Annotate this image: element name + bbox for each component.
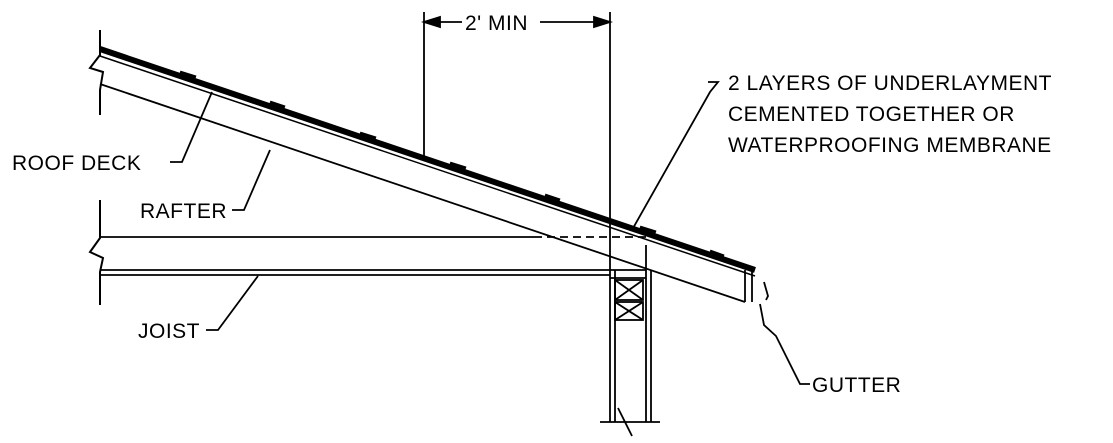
roof-deck [99,46,756,277]
rafter-leader [232,149,271,211]
underlayment-leader [631,81,720,231]
wall [600,220,660,437]
rafter [99,83,753,303]
underlayment-label-line3: WATERPROOFING MEMBRANE [728,134,1052,157]
joist-label: JOIST [138,320,200,343]
roof-deck-leader [170,91,213,163]
joist-leader [206,275,259,331]
dimension-2ft-min [420,12,614,222]
gutter-label: GUTTER [812,374,901,397]
roof-deck-label: ROOF DECK [12,152,141,175]
underlayment-label-line1: 2 LAYERS OF UNDERLAYMENT [728,72,1052,95]
gutter [759,281,810,385]
joist [100,236,646,276]
dimension-label: 2' MIN [465,12,528,35]
underlayment-label-line2: CEMENTED TOGETHER OR [728,103,1015,126]
rafter-label: RAFTER [140,200,227,223]
